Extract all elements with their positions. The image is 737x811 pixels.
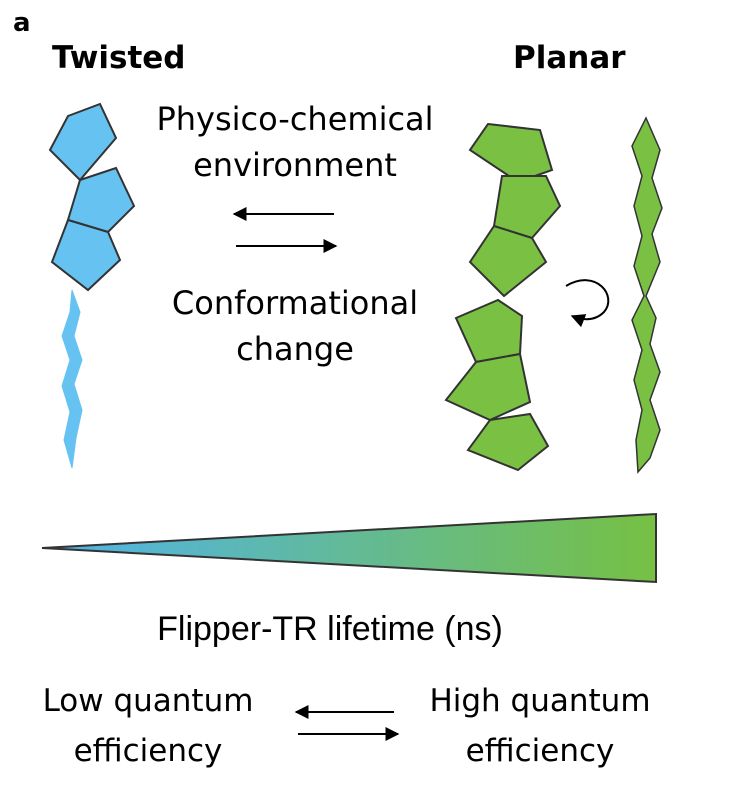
planar-pentagon-3 — [468, 224, 548, 298]
planar-molecule-edge — [631, 116, 663, 474]
twisted-pentagon-2 — [66, 166, 136, 234]
panel-label: a — [13, 8, 31, 38]
twisted-molecule-edge — [61, 289, 83, 469]
planar-pentagon-4 — [454, 298, 524, 364]
low-qe-line-2: efficiency — [73, 733, 223, 769]
planar-pentagon-2 — [492, 175, 562, 240]
twisted-molecule-pentagons — [48, 102, 136, 292]
rotation-arrow — [565, 279, 610, 328]
twisted-label: Twisted — [52, 40, 186, 76]
planar-pentagon-6 — [466, 412, 550, 472]
environment-text: Physico-chemical environment — [130, 96, 460, 188]
environment-text-line-2: environment — [193, 146, 397, 184]
high-qe-line-2: efficiency — [465, 733, 615, 769]
planar-pentagon-1 — [468, 122, 554, 184]
low-quantum-efficiency-text: Low quantum efficiency — [18, 676, 278, 776]
planar-label: Planar — [513, 40, 626, 76]
twisted-pentagon-3 — [50, 218, 122, 292]
twisted-pentagon-1 — [48, 102, 118, 182]
lifetime-gradient-wedge — [41, 512, 657, 584]
conformation-text-line-1: Conformational — [171, 284, 419, 322]
environment-text-line-1: Physico-chemical — [156, 100, 434, 138]
low-qe-line-1: Low quantum — [42, 683, 254, 719]
high-qe-line-1: High quantum — [429, 683, 651, 719]
high-quantum-efficiency-text: High quantum efficiency — [410, 676, 670, 776]
lifetime-label: Flipper-TR lifetime (ns) — [157, 610, 503, 648]
conformation-text: Conformational change — [130, 280, 460, 372]
planar-pentagon-5 — [444, 352, 532, 422]
planar-molecule-pentagons — [444, 122, 562, 472]
conformation-text-line-2: change — [236, 330, 354, 368]
